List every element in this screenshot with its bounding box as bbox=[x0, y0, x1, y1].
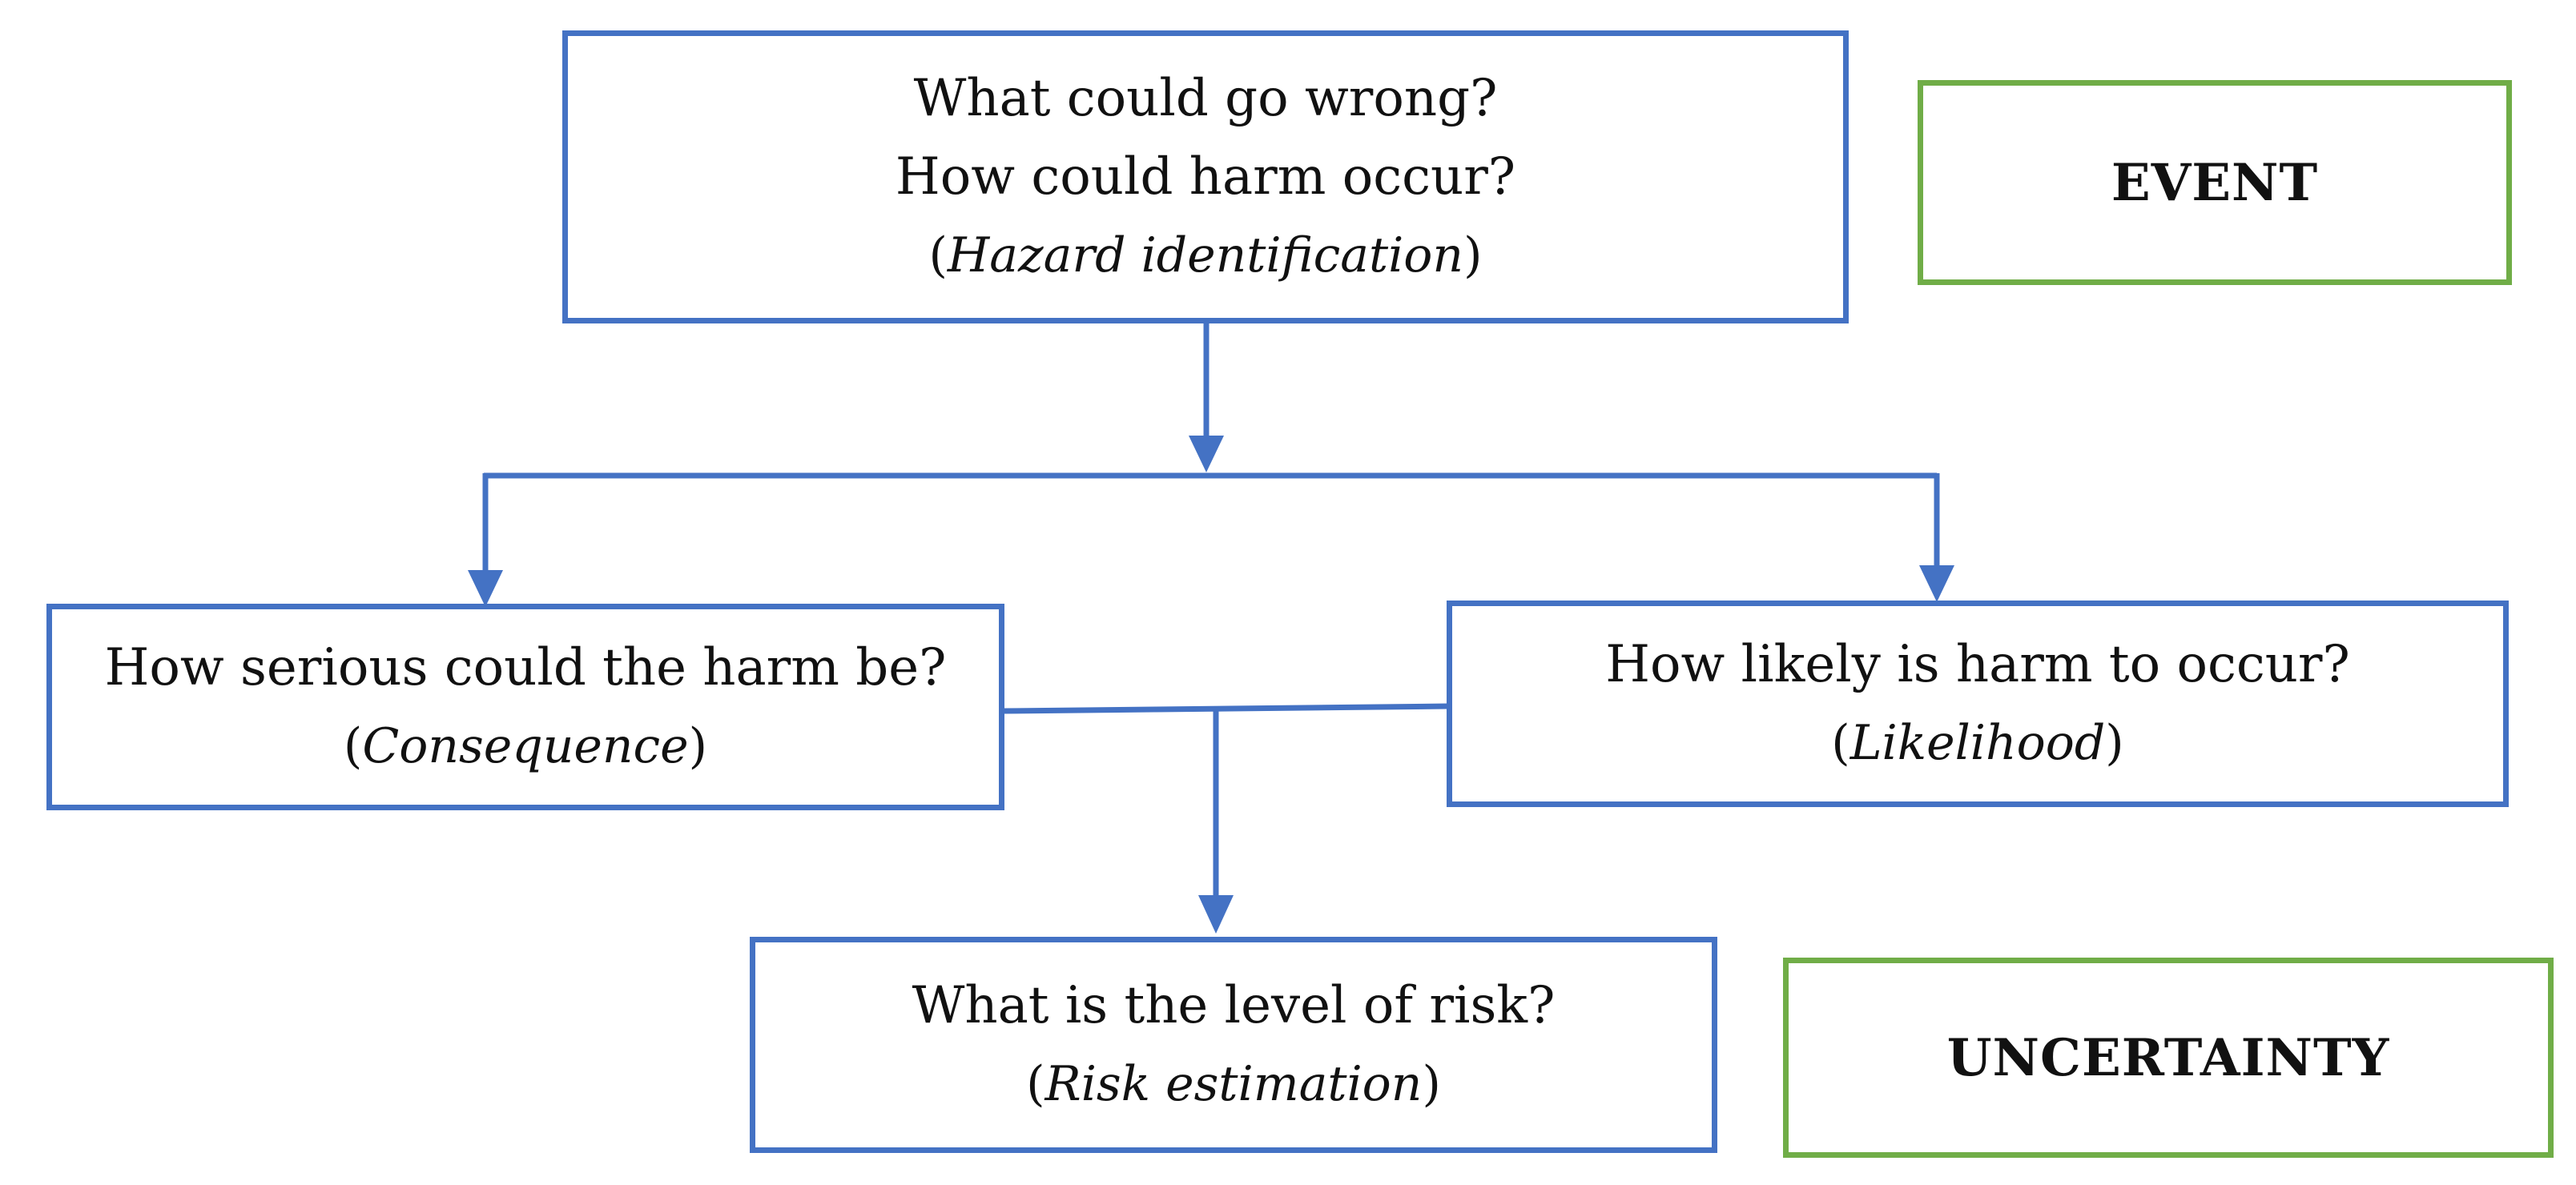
likelihood-question: How likely is harm to occur? bbox=[1605, 635, 2350, 694]
likelihood-term-line: (Likelihood) bbox=[1831, 715, 2124, 771]
hazard-term: Hazard identification bbox=[947, 227, 1464, 283]
risk-estimation-box: What is the level of risk? (Risk estimat… bbox=[750, 937, 1717, 1153]
consequence-term: Consequence bbox=[362, 718, 689, 774]
hazard-term-line: (Hazard identification) bbox=[928, 227, 1483, 283]
risk-term: Risk estimation bbox=[1044, 1056, 1423, 1112]
event-label-box: EVENT bbox=[1918, 80, 2512, 285]
risk-question: What is the level of risk? bbox=[912, 976, 1556, 1035]
arrowhead-likelihood bbox=[1919, 565, 1954, 602]
connector-join bbox=[1004, 703, 1449, 714]
likelihood-term: Likelihood bbox=[1849, 715, 2106, 771]
hazard-question-2: How could harm occur? bbox=[895, 147, 1516, 207]
event-label: EVENT bbox=[2111, 152, 2319, 213]
consequence-question: How serious could the harm be? bbox=[104, 638, 947, 697]
hazard-identification-box: What could go wrong? How could harm occu… bbox=[562, 30, 1849, 323]
consequence-term-line: (Consequence) bbox=[343, 718, 708, 774]
arrowhead-consequence bbox=[468, 570, 503, 607]
arrowhead-hazard-down bbox=[1189, 436, 1224, 472]
consequence-box: How serious could the harm be? (Conseque… bbox=[46, 604, 1004, 810]
likelihood-box: How likely is harm to occur? (Likelihood… bbox=[1447, 601, 2509, 807]
arrowhead-risk bbox=[1198, 895, 1234, 934]
risk-term-line: (Risk estimation) bbox=[1026, 1056, 1441, 1112]
hazard-question-1: What could go wrong? bbox=[913, 69, 1498, 128]
uncertainty-label: UNCERTAINTY bbox=[1946, 1027, 2390, 1088]
uncertainty-label-box: UNCERTAINTY bbox=[1783, 958, 2554, 1158]
